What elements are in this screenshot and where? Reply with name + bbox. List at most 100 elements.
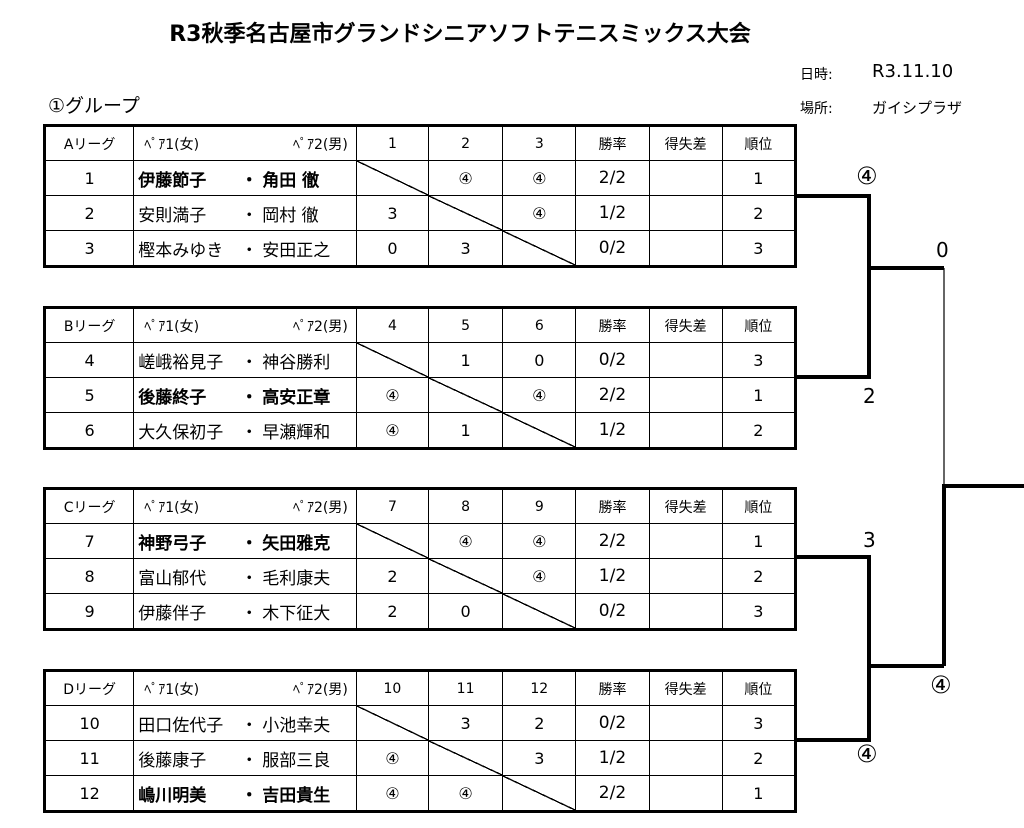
win-rate: 1/2 [575,558,650,594]
point-diff [648,593,723,630]
diff-header: 得失差 [648,307,723,343]
match-result-cell: ④ [502,195,577,231]
score-ab-top: ④ [856,162,878,190]
self-match-cell [427,558,504,594]
player2-name: 神谷勝利 [262,352,331,373]
diff-header: 得失差 [648,488,723,524]
match-result-cell: ④ [502,377,577,413]
player1-name: 嶋川明美 [138,785,207,806]
win-rate-header: 勝率 [575,488,650,524]
bracket-line-final [942,484,1024,666]
point-diff [648,558,723,594]
win-rate: 2/2 [575,160,650,196]
pair1-header: ﾍﾟｱ1(女) [144,136,200,153]
player1-name: 後藤終子 [138,387,207,408]
player2-name: 安田正之 [262,240,331,261]
match-result-cell: 0 [427,593,504,630]
self-match-cell [355,342,430,378]
league-name: Bリーグ [43,307,135,343]
win-rate: 2/2 [575,775,650,812]
player1-name: 富山郁代 [138,568,207,589]
match-result-cell: 1 [427,342,504,378]
self-match-cell [427,195,504,231]
player2-name: 早瀬輝和 [262,422,331,443]
rank: 2 [721,740,797,776]
pair-number: 11 [43,740,135,776]
match-result-cell: 2 [502,705,577,741]
rank: 1 [721,775,797,812]
match-col-header: 2 [427,125,504,161]
player2-name: 木下征大 [262,603,331,624]
rank: 1 [721,160,797,196]
self-match-cell [427,740,504,776]
match-col-header: 10 [355,670,430,706]
rank: 3 [721,705,797,741]
player2-name: 岡村 徹 [262,205,319,226]
name-separator: ・ [240,352,258,373]
win-rate: 0/2 [575,230,650,267]
self-match-cell [502,593,577,630]
pair-number: 6 [43,412,135,449]
score-cd-bottom: ④ [856,740,878,768]
rank: 3 [721,230,797,267]
player1-name: 田口佐代子 [138,715,224,736]
pair-header: ﾍﾟｱ2(男)ﾍﾟｱ1(女) [133,307,357,343]
league-name: Cリーグ [43,488,135,524]
name-separator: ・ [240,240,258,261]
match-result-cell: ④ [355,740,430,776]
place-label: 場所: [800,101,833,117]
pair-names: 後藤康子 ・服部三良 [133,740,357,776]
win-rate: 0/2 [575,593,650,630]
rank: 2 [721,558,797,594]
match-col-header: 11 [427,670,504,706]
name-separator: ・ [240,603,258,624]
point-diff [648,160,723,196]
pair-names: 伊藤伴子・木下征大 [133,593,357,630]
point-diff [648,523,723,559]
match-col-header: 12 [502,670,577,706]
pair-number: 10 [43,705,135,741]
player1-name: 安則満子 [138,205,207,226]
win-rate: 1/2 [575,740,650,776]
match-result-cell: 2 [355,558,430,594]
name-separator: ・ [240,750,258,771]
match-result-cell: ④ [502,558,577,594]
match-col-header: 1 [355,125,430,161]
rank: 2 [721,412,797,449]
pair-names: 樫本みゆき・安田正之 [133,230,357,267]
player2-name: 小池幸夫 [262,715,331,736]
pair-number: 2 [43,195,135,231]
player2-name: 服部三良 [262,750,331,771]
pair-number: 4 [43,342,135,378]
place-value: ガイシプラザ [872,99,963,117]
point-diff [648,195,723,231]
win-rate: 1/2 [575,195,650,231]
name-separator: ・ [240,422,258,443]
rank: 3 [721,593,797,630]
rank-header: 順位 [721,488,797,524]
pair-number: 12 [43,775,135,812]
pair1-header: ﾍﾟｱ1(女) [144,318,200,335]
pair-number: 1 [43,160,135,196]
point-diff [648,775,723,812]
pair-names: 伊藤節子・角田 徹 [133,160,357,196]
score-cd-out: ④ [930,671,952,699]
match-col-header: 9 [502,488,577,524]
pair-number: 3 [43,230,135,267]
match-result-cell: 0 [355,230,430,267]
player1-name: 後藤康子 [138,750,207,771]
pair-names: 田口佐代子・小池幸夫 [133,705,357,741]
page-title: R3秋季名古屋市グランドシニアソフトテニスミックス大会 [169,22,751,47]
point-diff [648,740,723,776]
pair-names: 後藤終子・高安正章 [133,377,357,413]
name-separator: ・ [240,170,258,191]
league-name: Aリーグ [43,125,135,161]
self-match-cell [355,705,430,741]
